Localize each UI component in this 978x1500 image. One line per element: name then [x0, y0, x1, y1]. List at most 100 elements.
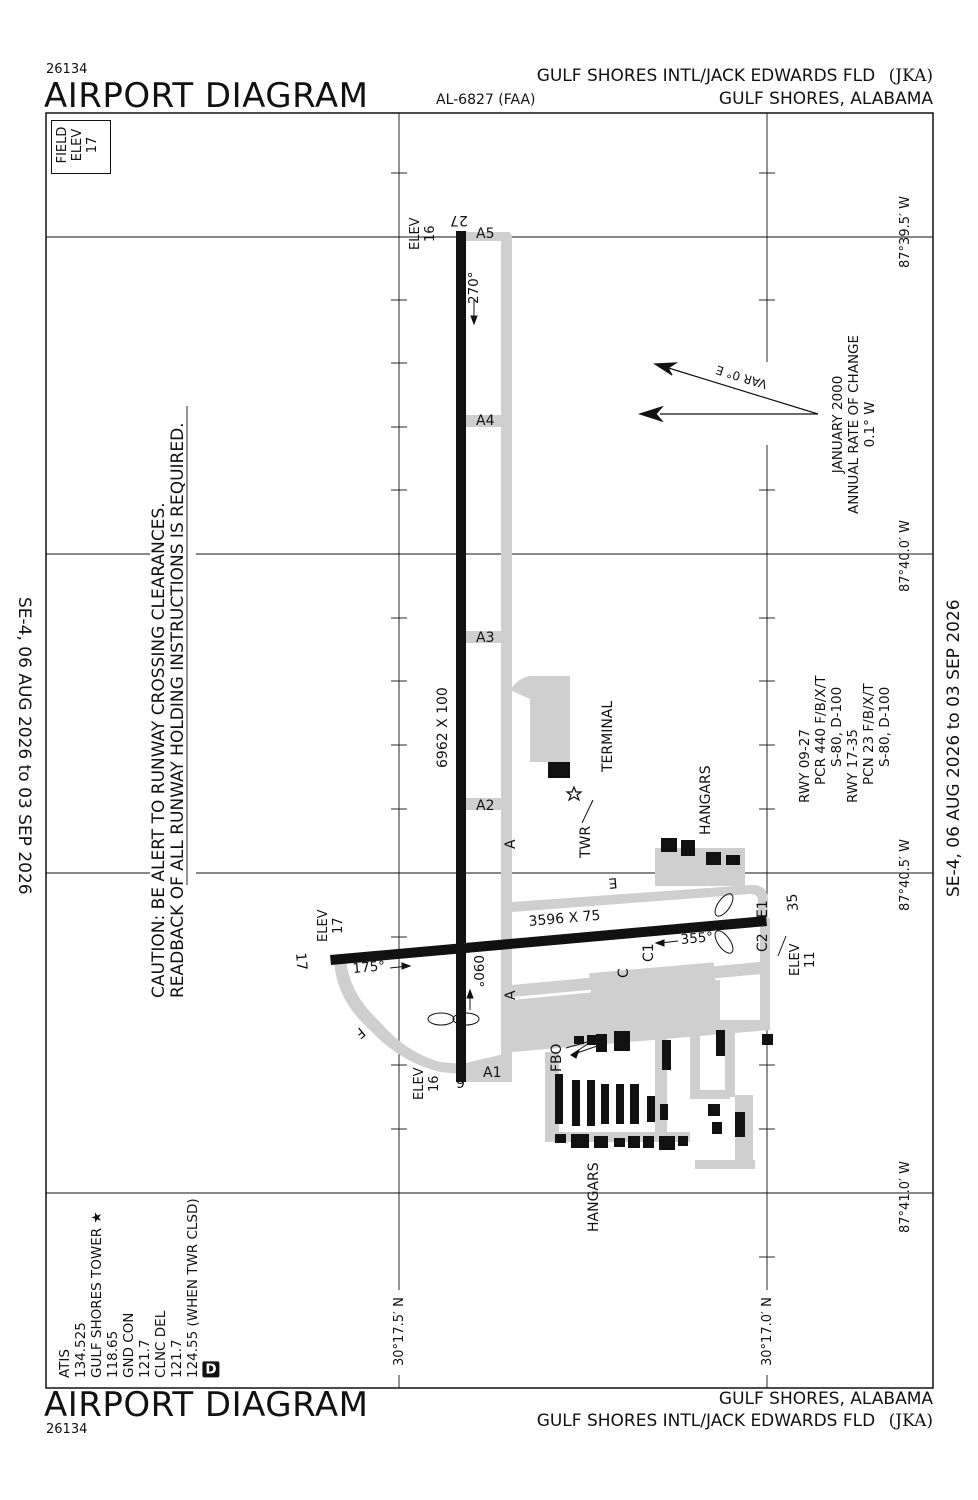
caution-line1: CAUTION: BE ALERT TO RUNWAY CROSSING CLE… [149, 502, 169, 998]
rwy1-load: S-80, D-100 [829, 686, 845, 767]
windcone-icon [427, 893, 734, 1026]
terminal-apron [530, 676, 570, 762]
rwy2-label: RWY 17-35 [845, 729, 861, 803]
tower-freq: 118.65 [105, 1330, 121, 1378]
clnc-freq: 121.7 [169, 1339, 185, 1378]
mag-change-block: JANUARY 2000 ANNUAL RATE OF CHANGE 0.1° … [830, 335, 878, 514]
runway-27-label: 27 [450, 212, 468, 228]
taxiway-a5-label: A5 [476, 226, 495, 242]
lat-label-1: 30°17.5′ N [392, 1297, 407, 1366]
atis-freq: 134.525 [73, 1322, 89, 1378]
runway-9-elev-label: ELEV [412, 1067, 427, 1100]
caution-line2: READBACK OF ALL RUNWAY HOLDING INSTRUCTI… [168, 422, 188, 998]
rwy1-label: RWY 09-27 [797, 729, 813, 803]
header-airport-id: (JKA) [888, 66, 933, 86]
buildings [548, 762, 773, 1150]
caution-note: CAUTION: BE ALERT TO RUNWAY CROSSING CLE… [149, 422, 188, 998]
lon-label-2: 87°40.0′ W [898, 520, 913, 592]
clnc-alt-freq: 124.55 (WHEN TWR CLSD) [185, 1198, 201, 1378]
runway-9-elev-value: 16 [427, 1075, 442, 1092]
d-badge: D [202, 1361, 220, 1378]
field-elev-label2: ELEV [70, 128, 85, 162]
gnd-label: GND CON [121, 1312, 137, 1378]
rwy2-load: S-80, D-100 [877, 686, 893, 767]
atis-label: ATIS [57, 1349, 73, 1378]
tower-label: TWR [578, 825, 594, 858]
taxiway-a3-stub [462, 631, 510, 643]
tower-label: GULF SHORES TOWER ★ [89, 1211, 105, 1378]
taxiway-a1-label: A1 [483, 1065, 502, 1081]
taxiway-f [334, 960, 462, 1074]
taxiway-a3-label: A3 [476, 630, 495, 646]
runway-9-elev: ELEV 16 [412, 1067, 442, 1100]
terminal-building [548, 762, 570, 778]
footer-airport-name: GULF SHORES INTL/JACK EDWARDS FLD (JKA) [537, 1411, 933, 1431]
frequency-list: ATIS 134.525 GULF SHORES TOWER ★ 118.65 … [57, 1198, 220, 1378]
taxiway-a4-stub [462, 415, 510, 427]
taxiway-c2-label: C2 [755, 933, 771, 952]
field-elev-value: 17 [85, 136, 100, 154]
taxiway-e [512, 884, 768, 918]
heading-090: 090° [470, 955, 486, 988]
taxiway-system [334, 232, 770, 1169]
runway-35-label: 35 [784, 892, 802, 912]
runway-main-dims: 6962 X 100 [435, 687, 451, 768]
taxiway-a4-label: A4 [476, 413, 495, 429]
hangars-label-north: HANGARS [698, 765, 714, 835]
header-airport-name: GULF SHORES INTL/JACK EDWARDS FLD (JKA) [537, 66, 933, 86]
terminal-label: TERMINAL [600, 700, 616, 772]
mid-apron [589, 962, 716, 1000]
tower-star-icon [565, 785, 583, 802]
mag-date: JANUARY 2000 [830, 375, 846, 474]
footer-title: AIRPORT DIAGRAM [44, 1385, 369, 1425]
heading-175: 175° [352, 958, 386, 977]
mag-rate-label: ANNUAL RATE OF CHANGE [846, 334, 862, 514]
header-title: AIRPORT DIAGRAM [44, 76, 369, 116]
field-elev-box [51, 120, 111, 174]
runway-27-elev: ELEV 16 [408, 217, 438, 250]
pavement-strength: RWY 09-27 PCR 440 F/B/X/T S-80, D-100 RW… [797, 676, 893, 803]
south-apron [512, 980, 770, 1052]
taxiway-a-label-north: A [503, 839, 519, 849]
taxiway-a-label-south: A [503, 990, 519, 1000]
lon-label-3: 87°40.5′ W [898, 839, 913, 911]
validity-left: SE-4, 06 AUG 2026 to 03 SEP 2026 [14, 597, 34, 895]
header-ident-code: AL-6827 (FAA) [436, 92, 536, 108]
runway-35-elev-value: 11 [803, 951, 818, 968]
runway-27-elev-value: 16 [423, 225, 438, 242]
grid-ticks [391, 172, 775, 1258]
footer-airport-id: (JKA) [888, 1411, 933, 1431]
mag-rate: 0.1° W [862, 401, 878, 448]
chart-frame [45, 112, 934, 1389]
runway-17-elev-value: 17 [331, 917, 346, 934]
fbo-label: FBO [549, 1043, 565, 1072]
footer-location: GULF SHORES, ALABAMA [718, 1389, 933, 1409]
runway-27-elev-label: ELEV [408, 217, 423, 250]
runway-35-elev-label: ELEV [788, 943, 803, 976]
taxiway-e1-label: E1 [755, 900, 771, 918]
lon-label-1: 87°39.5′ W [898, 196, 913, 268]
taxiway-c-label: C [616, 968, 632, 978]
runway-17-label: 17 [292, 952, 310, 972]
ne-hangar-apron [655, 848, 745, 886]
heading-270: 270° [466, 271, 482, 304]
rwy2-pcn: PCN 23 F/B/X/T [861, 683, 877, 785]
taxiway-e-label: E [607, 874, 618, 891]
runway-9-label: 9 [456, 1076, 465, 1092]
runway-17-35 [330, 916, 767, 965]
runway-17-elev-label: ELEV [316, 909, 331, 942]
taxiway-a [501, 232, 512, 1082]
hangars-label-south: HANGARS [586, 1162, 602, 1232]
runway-17-elev: ELEV 17 [316, 909, 346, 942]
magnetic-north-arrow [638, 362, 819, 423]
heading-arrows [389, 300, 787, 1059]
field-elev-label1: FIELD [55, 126, 70, 164]
rwy1-pcr: PCR 440 F/B/X/T [813, 675, 829, 785]
clnc-label: CLNC DEL [153, 1310, 169, 1378]
taxiway-a5-stub [462, 232, 510, 241]
lon-label-4: 87°41.0′ W [898, 1161, 913, 1233]
header-location: GULF SHORES, ALABAMA [718, 89, 933, 109]
lat-lon-grid [46, 113, 933, 1388]
validity-right: SE-4, 06 AUG 2026 to 03 SEP 2026 [944, 599, 964, 897]
